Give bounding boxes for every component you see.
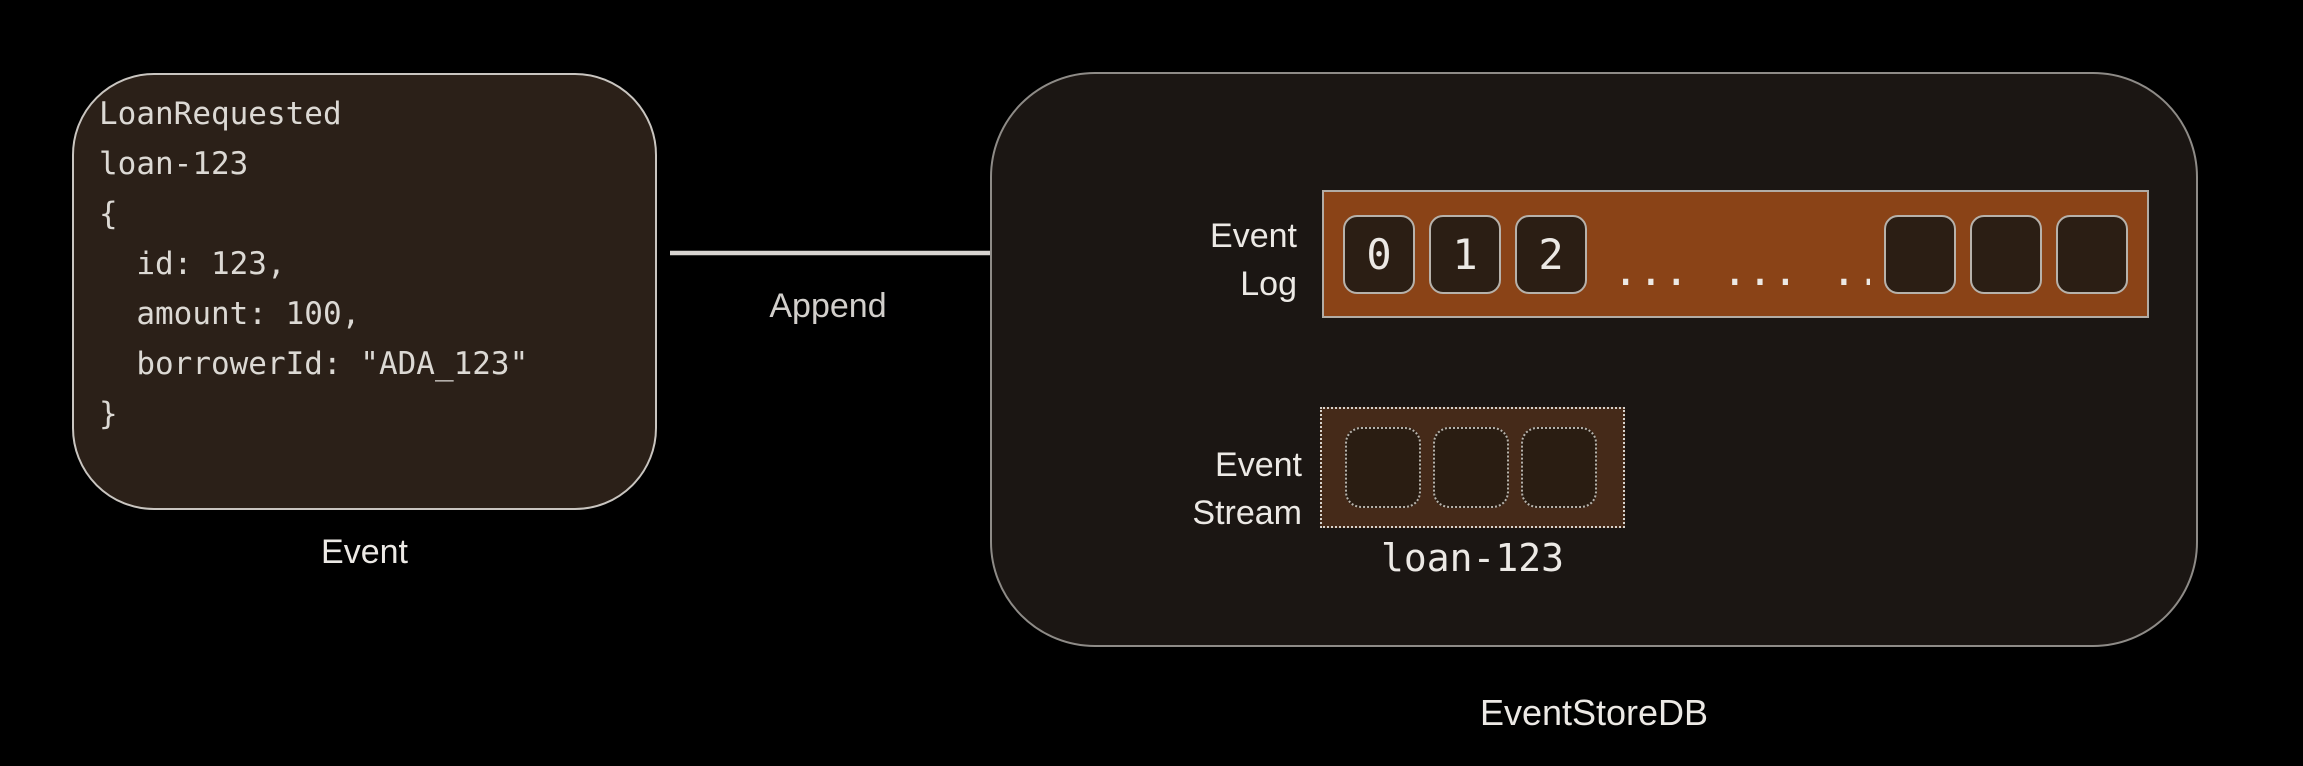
event-stream-empty-cell [1521, 427, 1597, 508]
event-stream-label-line1: Event [1215, 446, 1302, 484]
event-log-label-line2: Log [1240, 265, 1297, 303]
event-log-empty-cell [1970, 214, 2042, 294]
event-log-empty-cell [1884, 214, 1956, 294]
event-payload-code: LoanRequested loan-123 { id: 123, amount… [99, 96, 529, 432]
event-log-cell-0: 0 [1343, 214, 1415, 294]
event-stream-name: loan-123 [1380, 536, 1565, 580]
event-stream-empty-cell [1345, 427, 1421, 508]
event-log-ellipsis: ... ... ... [1613, 245, 1870, 295]
eventstoredb-label: EventStoreDB [1479, 692, 1709, 733]
event-stream-box [1320, 407, 1625, 528]
event-log-empty-cell [2056, 214, 2128, 294]
event-box-label: Event [321, 533, 408, 571]
event-log-cell-2: 2 [1515, 214, 1587, 294]
event-stream-empty-cell [1433, 427, 1509, 508]
event-stream-label: Event Stream [1097, 441, 1302, 537]
eventstoredb-container [990, 72, 2198, 647]
append-arrow-label: Append [769, 287, 887, 325]
event-payload-box: LoanRequested loan-123 { id: 123, amount… [72, 73, 657, 510]
event-stream-label-line2: Stream [1192, 494, 1302, 532]
event-log-label-line1: Event [1210, 217, 1297, 255]
event-log-cell-1: 1 [1429, 214, 1501, 294]
event-log-label: Event Log [1097, 212, 1297, 308]
event-log-bar: 0 1 2 ... ... ... [1322, 190, 2149, 318]
